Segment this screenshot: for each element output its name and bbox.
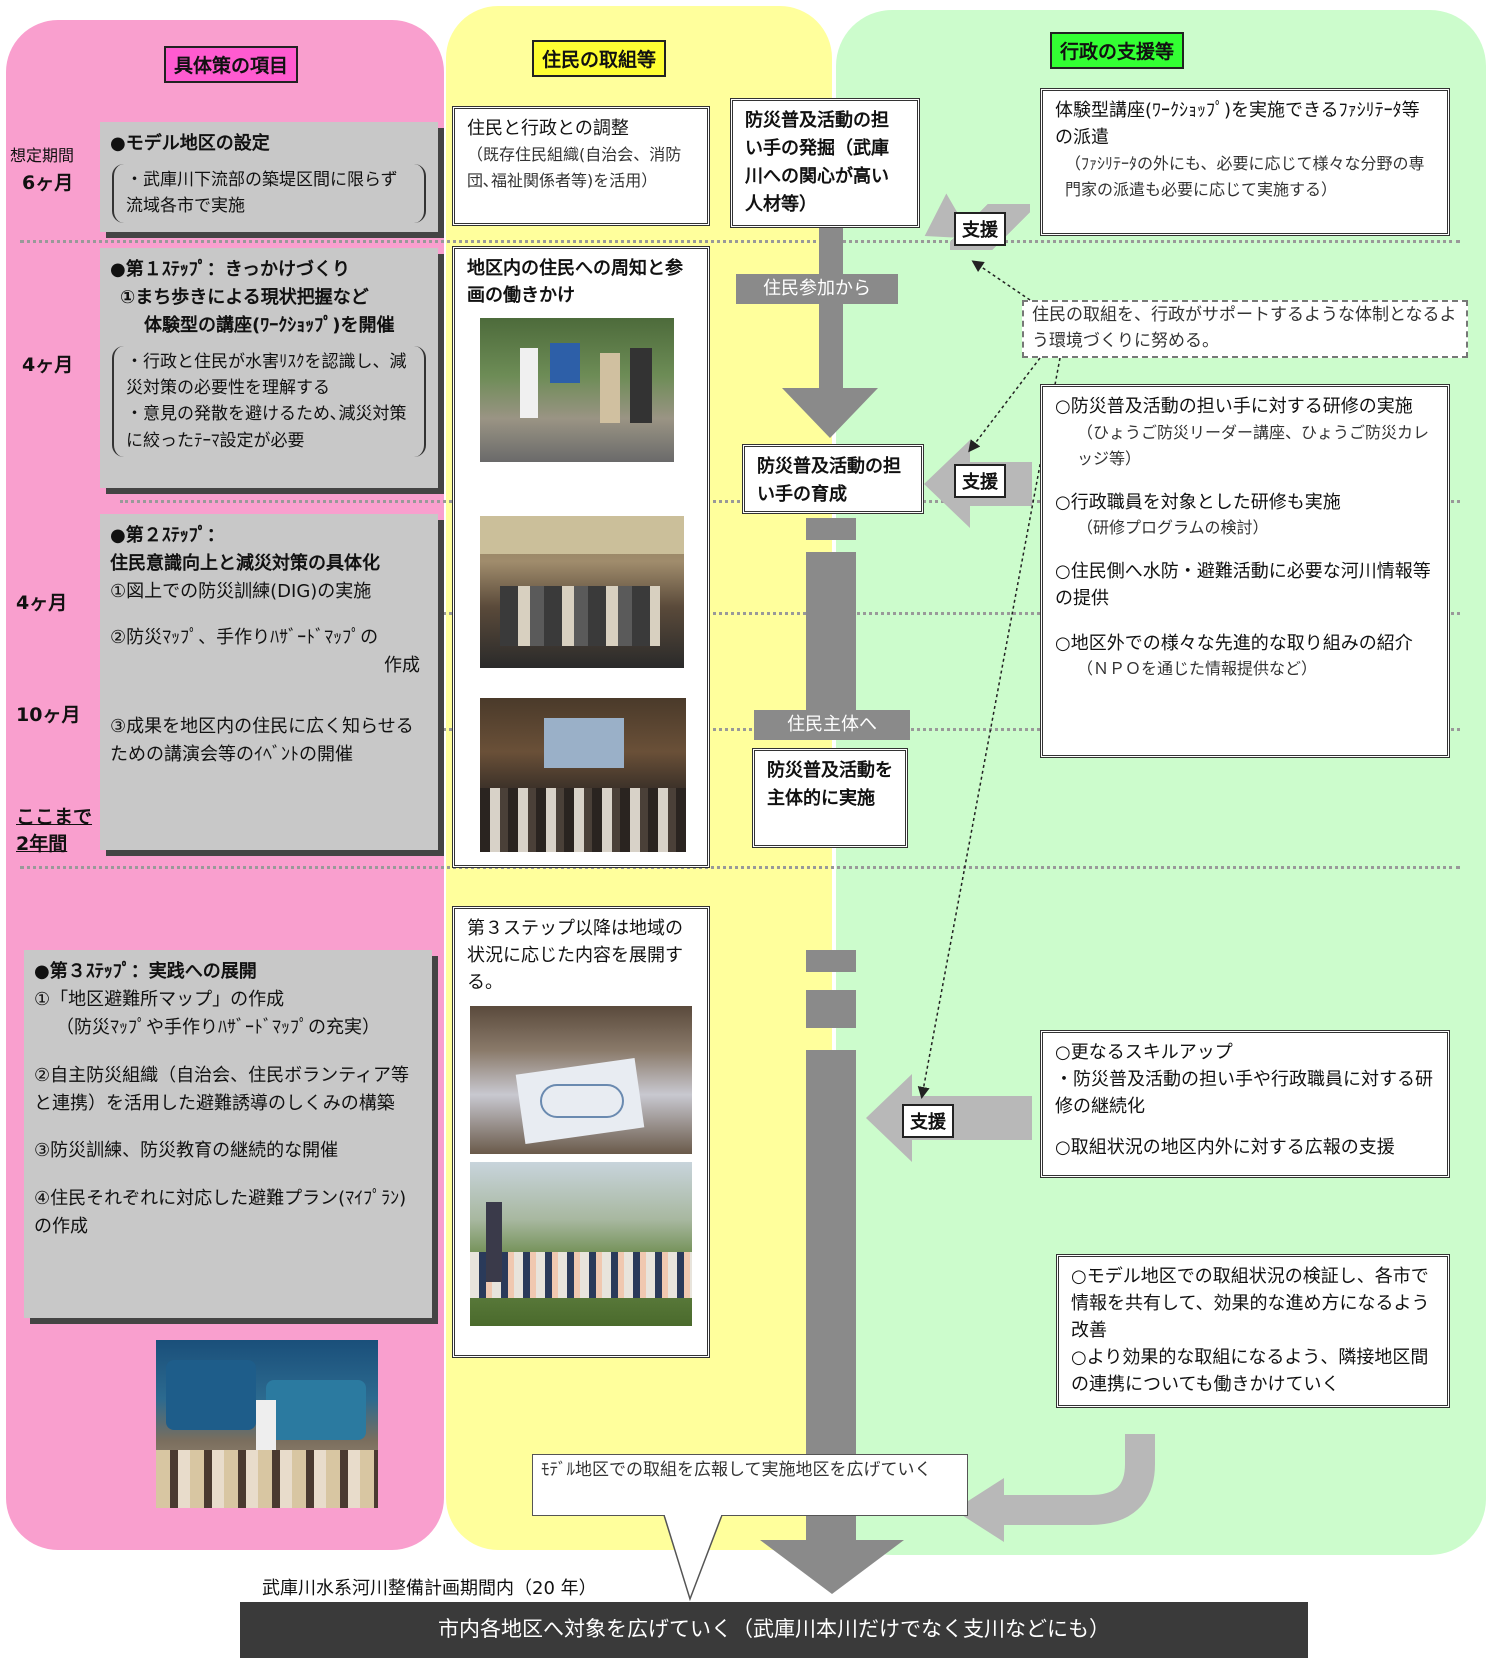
coordination-note: （既存住民組織(自治会、消防団､福祉関係者等)を活用） <box>467 145 682 190</box>
step1-title: ●第１ｽﾃｯﾌﾟ：きっかけづくり <box>110 259 350 280</box>
separator-1 <box>20 240 1460 243</box>
arrow-dash-2 <box>806 950 856 972</box>
period-4months-a: 4ヶ月 <box>22 354 74 376</box>
facilitator-title: 体験型講座(ﾜｰｸｼｮｯﾌﾟ)を実施できるﾌｧｼﾘﾃｰﾀ等の派遣 <box>1055 100 1420 148</box>
training-item3: ○住民側へ水防・避難活動に必要な河川情報等の提供 <box>1055 561 1431 610</box>
step2-box: ●第２ｽﾃｯﾌﾟ： 住民意識向上と減災対策の具体化 ①図上での防災訓練(DIG)… <box>100 514 438 850</box>
step2-item3: ③成果を地区内の住民に広く知らせるための講演会等のｲﾍﾞﾝﾄの開催 <box>110 716 414 766</box>
step3-box: ●第３ｽﾃｯﾌﾟ：実践への展開 ①「地区避難所マップ」の作成 （防災ﾏｯﾌﾟや手… <box>24 950 432 1318</box>
photo-town-walk <box>480 318 674 462</box>
step1-item1-line1: ①まち歩きによる現状把握など <box>120 286 369 308</box>
training-item4-note: （ＮＰＯを通じた情報提供など） <box>1077 659 1318 679</box>
step1-note1: ・行政と住民が水害ﾘｽｸを認識し、減災対策の必要性を理解する <box>126 351 407 399</box>
coordination-box: 住民と行政との調整 （既存住民組織(自治会、消防団､福祉関係者等)を活用） <box>452 106 710 226</box>
step2-item2-line1: ②防災ﾏｯﾌﾟ、手作りﾊｻﾞｰﾄﾞﾏｯﾌﾟの <box>110 626 379 648</box>
training-item2-note: （研修プログラムの検討） <box>1077 518 1269 538</box>
period-4months-b: 4ヶ月 <box>16 592 68 614</box>
step3-residents-text: 第３ステップ以降は地域の状況に応じた内容を展開する。 <box>467 918 683 993</box>
header-residents: 住民の取組等 <box>532 40 667 77</box>
training-item4: ○地区外での様々な先進的な取り組みの紹介 <box>1055 633 1413 655</box>
step3-item2: ②自主防災組織（自治会、住民ボランティア等と連携）を活用した避難誘導のしくみの構… <box>34 1064 410 1114</box>
model-district-box: ●モデル地区の設定 ・武庫川下流部の築堤区間に限らず流域各市で実施 <box>100 122 438 232</box>
skillup-item1-sub: ・防災普及活動の担い手や行政職員に対する研修の継続化 <box>1055 1069 1433 1117</box>
support-label-3: 支援 <box>902 1104 954 1138</box>
training-item1-note: （ひょうご防災リーダー講座、ひょうご防災カレッジ等） <box>1077 423 1430 468</box>
step3-item1: ①「地区避難所マップ」の作成 <box>34 988 285 1010</box>
step3-title: ●第３ｽﾃｯﾌﾟ：実践への展開 <box>34 961 257 982</box>
flow-implement: 防災普及活動を主体的に実施 <box>752 748 908 848</box>
training-item2: ○行政職員を対象とした研修も実施 <box>1055 492 1341 514</box>
step1-note2: ・意見の発散を避けるため､減災対策に絞ったﾃｰﾏ設定が必要 <box>126 404 407 451</box>
arrow-dash-3 <box>806 990 856 1028</box>
return-arrow <box>954 1434 1155 1542</box>
plan-period-note: 武庫川水系河川整備計画期間内（20 年） <box>262 1578 597 1599</box>
photo-dig-workshop <box>480 516 684 668</box>
photo-school-drill <box>470 1162 692 1326</box>
model-district-note: ・武庫川下流部の築堤区間に限らず流域各市で実施 <box>112 163 426 223</box>
facilitator-box: 体験型講座(ﾜｰｸｼｮｯﾌﾟ)を実施できるﾌｧｼﾘﾃｰﾀ等の派遣 （ﾌｧｼﾘﾃｰ… <box>1040 88 1450 236</box>
band-independent: 住民主体へ <box>754 710 910 740</box>
step1-item1-line2: 体験型の講座(ﾜｰｸｼｮｯﾌﾟ)を開催 <box>144 314 395 336</box>
arrow-head-main <box>760 1540 904 1594</box>
expand-callout: ﾓﾃﾞﾙ地区での取組を広報して実施地区を広げていく <box>532 1454 968 1516</box>
step2-title1: ●第２ｽﾃｯﾌﾟ： <box>110 525 225 546</box>
verification-item2: ○より効果的な取組になるよう、隣接地区間の連携についても働きかけていく <box>1071 1347 1429 1395</box>
arrow-shaft-2 <box>806 552 856 710</box>
model-district-title: ●モデル地区の設定 <box>110 133 270 154</box>
notice-text: 地区内の住民への周知と参画の働きかけ <box>467 258 683 306</box>
arrow-head-1 <box>782 388 878 438</box>
expand-target-bar: 市内各地区へ対象を広げていく（武庫川本川だけでなく支川などにも） <box>240 1602 1308 1658</box>
step2-item1: ①図上での防災訓練(DIG)の実施 <box>110 580 372 602</box>
arrow-shaft-1 <box>819 228 843 388</box>
verification-item1: ○モデル地区での取組状況の検証し、各市で情報を共有して、効果的な進め方になるよう… <box>1071 1266 1430 1341</box>
period-total-line1: ここまで <box>16 806 93 828</box>
step2-item2-line2: 作成 <box>384 654 420 676</box>
arrow-dash-1 <box>806 518 856 540</box>
separator-5 <box>20 866 1460 869</box>
skillup-item1: ○更なるスキルアップ <box>1055 1042 1233 1063</box>
training-box: ○防災普及活動の担い手に対する研修の実施 （ひょうご防災リーダー講座、ひょうご防… <box>1040 384 1450 758</box>
photo-evacuation-tent <box>156 1340 378 1508</box>
skillup-box: ○更なるスキルアップ ・防災普及活動の担い手や行政職員に対する研修の継続化 ○取… <box>1040 1030 1450 1178</box>
photo-map-making <box>470 1006 692 1154</box>
training-item1: ○防災普及活動の担い手に対する研修の実施 <box>1055 396 1413 417</box>
period-total: ここまで 2年間 <box>16 802 92 856</box>
step3-item3: ③防災訓練、防災教育の継続的な開催 <box>34 1140 339 1162</box>
header-measures: 具体策の項目 <box>164 46 299 83</box>
period-10months: 10ヶ月 <box>16 704 81 726</box>
skillup-item2: ○取組状況の地区内外に対する広報の支援 <box>1055 1137 1395 1158</box>
photo-lecture-event <box>480 698 686 852</box>
step2-title2: 住民意識向上と減災対策の具体化 <box>110 552 380 574</box>
separator-3 <box>120 612 1460 615</box>
coordination-title: 住民と行政との調整 <box>467 118 629 139</box>
period-6months: 6ヶ月 <box>22 172 74 194</box>
callout-tail <box>663 1515 723 1602</box>
band-participation: 住民参加から <box>736 274 898 304</box>
period-label: 想定期間 <box>10 146 75 165</box>
support-label-1: 支援 <box>954 212 1006 246</box>
verification-box: ○モデル地区での取組状況の検証し、各市で情報を共有して、効果的な進め方になるよう… <box>1056 1254 1450 1408</box>
support-environment-note: 住民の取組を、行政がサポートするような体制となるよう環境づくりに努める。 <box>1022 300 1468 358</box>
step3-item1-sub: （防災ﾏｯﾌﾟや手作りﾊｻﾞｰﾄﾞﾏｯﾌﾟの充実） <box>56 1016 380 1038</box>
step1-box: ●第１ｽﾃｯﾌﾟ：きっかけづくり ①まち歩きによる現状把握など 体験型の講座(ﾜ… <box>100 248 438 488</box>
flow-train: 防災普及活動の担い手の育成 <box>742 444 924 514</box>
period-total-line2: 2年間 <box>16 833 68 855</box>
step3-item4: ④住民それぞれに対応した避難プラン(ﾏｲﾌﾟﾗﾝ)の作成 <box>34 1188 407 1238</box>
facilitator-note: （ﾌｧｼﾘﾃｰﾀの外にも、必要に応じて様々な分野の専門家の派遣も必要に応じて実施… <box>1065 154 1425 199</box>
header-government: 行政の支援等 <box>1050 32 1185 69</box>
support-label-2: 支援 <box>954 464 1006 498</box>
flow-discover: 防災普及活動の担い手の発掘（武庫川への関心が高い人材等） <box>730 98 920 228</box>
